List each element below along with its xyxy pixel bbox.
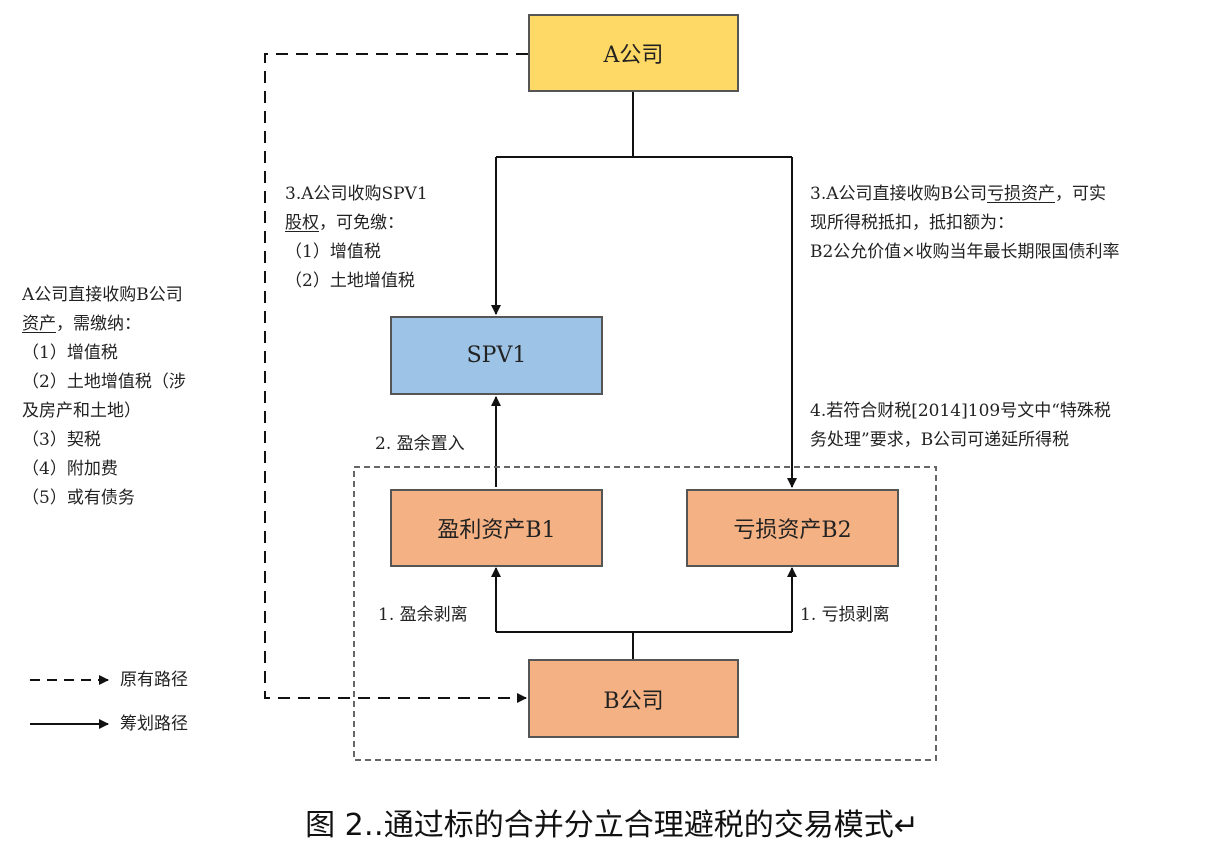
original-item5: （5）或有债务 <box>22 488 135 508</box>
direct-loss-line2: 现所得税抵扣，抵扣额为： <box>810 213 1014 233</box>
original-item3: （3）契税 <box>22 430 101 450</box>
legend-solid-label: 筹划路径 <box>120 714 188 734</box>
label-surplus-in: 2. 盈余置入 <box>375 434 465 454</box>
original-assets: 资产 <box>22 314 56 334</box>
spv-purchase-equity: 股权 <box>285 213 319 233</box>
node-loss-b2-label: 亏损资产B2 <box>733 518 852 543</box>
original-item2b: 及房产和土地） <box>22 401 141 421</box>
original-dashed-path <box>264 53 528 703</box>
original-item4: （4）附加费 <box>22 459 118 479</box>
node-spv1: SPV1 <box>390 316 603 395</box>
deferral-line1: 4.若符合财税[2014]109号文中“特殊税 <box>810 401 1111 421</box>
original-item1: （1）增值税 <box>22 343 118 363</box>
direct-loss-line1-post: ，可实 <box>1055 184 1106 204</box>
node-profit-b1: 盈利资产B1 <box>390 489 603 567</box>
label-loss-strip: 1. 亏损剥离 <box>800 605 890 625</box>
spv-purchase-line2-rest: ，可免缴： <box>319 213 404 233</box>
annotation-deferral: 4.若符合财税[2014]109号文中“特殊税 务处理”要求，B公司可递延所得税 <box>810 397 1111 455</box>
node-a-company-label: A公司 <box>603 43 664 68</box>
figure-caption: 图 2‥通过标的合并分立合理避税的交易模式↵ <box>305 808 919 843</box>
node-b-company: B公司 <box>528 659 739 738</box>
original-line1: A公司直接收购B公司 <box>22 285 183 305</box>
spv-purchase-item2: （2）土地增值税 <box>285 271 415 291</box>
legend-dashed-label: 原有路径 <box>120 670 188 690</box>
node-spv1-label: SPV1 <box>466 343 527 368</box>
direct-loss-line3: B2公允价值×收购当年最长期限国债利率 <box>810 242 1120 262</box>
annotation-direct-loss: 3.A公司直接收购B公司亏损资产，可实 现所得税抵扣，抵扣额为： B2公允价值×… <box>810 180 1120 267</box>
b-company-group-box <box>353 466 937 761</box>
annotation-original: A公司直接收购B公司 资产，需缴纳： （1）增值税 （2）土地增值税（涉 及房产… <box>22 281 186 513</box>
deferral-line2: 务处理”要求，B公司可递延所得税 <box>810 430 1070 450</box>
original-line2-rest: ，需缴纳： <box>56 314 141 334</box>
spv-purchase-line1: 3.A公司收购SPV1 <box>285 184 428 204</box>
direct-loss-loss-assets: 亏损资产 <box>987 184 1055 204</box>
node-b-company-label: B公司 <box>603 688 664 714</box>
node-a-company: A公司 <box>528 14 739 92</box>
direct-loss-line1: 3.A公司直接收购B公司亏损资产，可实 <box>810 180 1120 209</box>
spv-purchase-line2: 股权，可免缴： <box>285 209 428 238</box>
node-loss-b2: 亏损资产B2 <box>686 489 899 567</box>
label-surplus-strip: 1. 盈余剥离 <box>378 605 468 625</box>
node-profit-b1-label: 盈利资产B1 <box>437 518 556 543</box>
direct-loss-line1-pre: 3.A公司直接收购B公司 <box>810 184 987 204</box>
original-item2: （2）土地增值税（涉 <box>22 372 186 392</box>
annotation-spv-purchase: 3.A公司收购SPV1 股权，可免缴： （1）增值税 （2）土地增值税 <box>285 180 428 296</box>
original-line2: 资产，需缴纳： <box>22 310 186 339</box>
spv-purchase-item1: （1）增值税 <box>285 242 381 262</box>
